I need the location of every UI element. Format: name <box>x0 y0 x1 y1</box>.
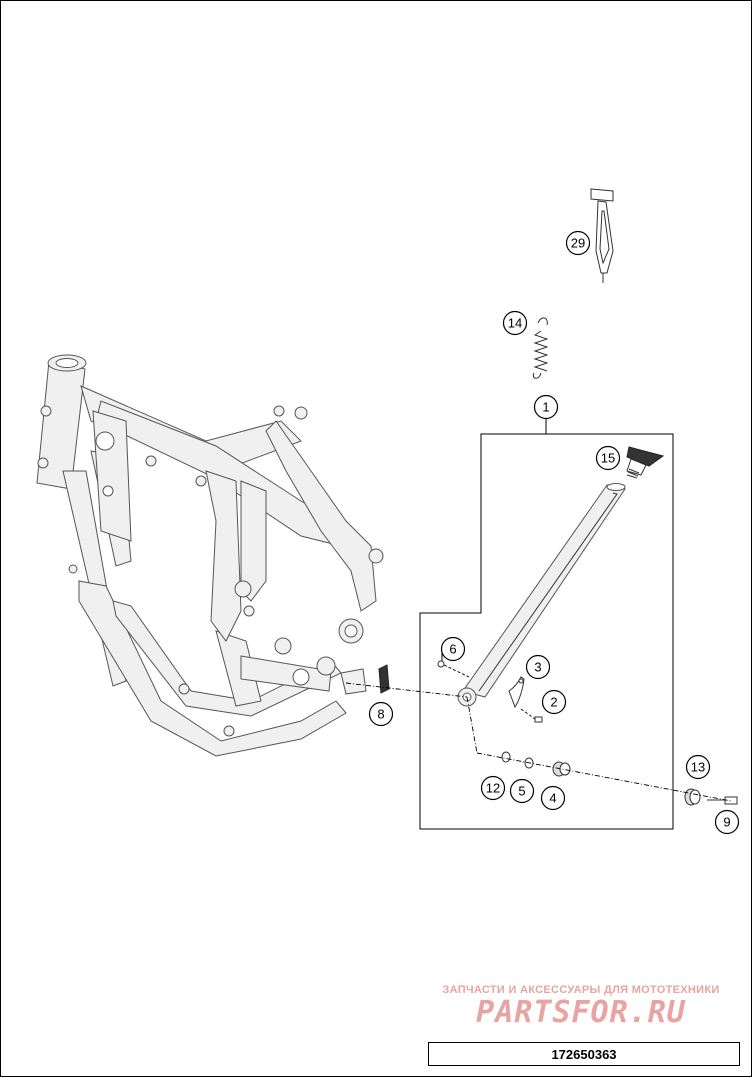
part-3-bracket <box>508 676 525 709</box>
part-4-bushing <box>552 761 571 777</box>
callout-4-label: 4 <box>549 791 556 806</box>
callout-29: 29 <box>565 230 591 256</box>
callout-15-label: 15 <box>601 451 615 466</box>
callout-12-label: 12 <box>486 781 500 796</box>
callout-8: 8 <box>368 701 394 727</box>
callout-9-label: 9 <box>723 815 730 830</box>
document-number: 172650363 <box>551 1046 617 1062</box>
motorcycle-frame <box>36 354 384 757</box>
watermark-tagline: ЗАПЧАСТИ И АКСЕССУАРЫ ДЛЯ МОТОТЕХНИКИ <box>442 984 720 996</box>
callout-13-label: 13 <box>691 760 705 775</box>
part-13-bushing <box>684 788 701 806</box>
part-9-bolt <box>707 796 738 805</box>
document-number-box: 172650363 <box>428 1042 740 1066</box>
watermark: ЗАПЧАСТИ И АКСЕССУАРЫ ДЛЯ МОТОТЕХНИКИ PA… <box>421 984 741 1030</box>
callout-5: 5 <box>509 778 535 804</box>
callout-4: 4 <box>540 785 566 811</box>
assembly-axis-lines <box>345 682 732 802</box>
callout-1: 1 <box>533 394 559 420</box>
part-12-washer <box>501 751 511 763</box>
callout-5-label: 5 <box>518 784 525 799</box>
part-1-side-stand <box>457 483 626 707</box>
part-14-spring <box>532 317 549 379</box>
callout-12: 12 <box>480 775 506 801</box>
callout-6: 6 <box>440 636 466 662</box>
callout-9: 9 <box>714 809 740 835</box>
callout-3-label: 3 <box>534 660 541 675</box>
callout-3: 3 <box>525 654 551 680</box>
callout-6-label: 6 <box>449 642 456 657</box>
part-8-bracket <box>378 664 390 694</box>
callout-8-label: 8 <box>377 707 384 722</box>
part-15-rubber-pad <box>626 446 665 479</box>
callout-29-label: 29 <box>571 236 585 251</box>
callout-15: 15 <box>595 445 621 471</box>
callout-1-label: 1 <box>542 400 549 415</box>
part-6-bolt <box>437 660 470 678</box>
part-2-screw <box>520 708 543 723</box>
callout-14-label: 14 <box>508 316 522 331</box>
callout-2: 2 <box>541 689 567 715</box>
part-29-tool <box>590 188 614 283</box>
callout-14: 14 <box>502 310 528 336</box>
callout-2-label: 2 <box>550 695 557 710</box>
assembly-group-box <box>419 419 674 830</box>
watermark-logo: PARTSFOR.RU <box>476 995 686 1030</box>
callout-13: 13 <box>685 754 711 780</box>
